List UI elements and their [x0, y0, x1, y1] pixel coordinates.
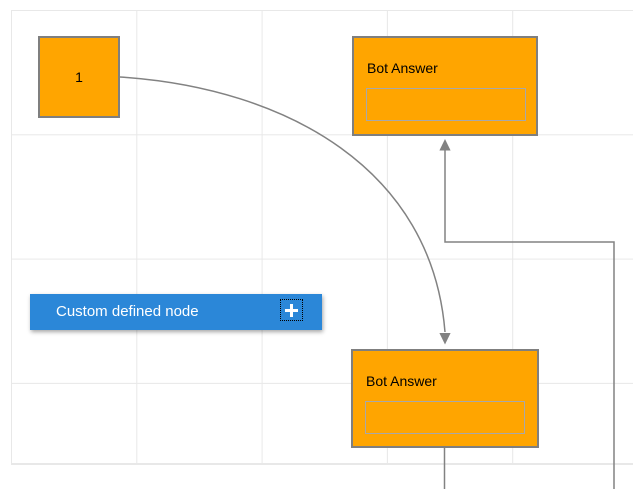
custom-node-label: Custom defined node — [56, 303, 199, 320]
node-title: Bot Answer — [367, 60, 438, 76]
node-start-label: 1 — [75, 69, 83, 85]
bot-answer-input[interactable] — [365, 401, 525, 434]
bot-answer-input[interactable] — [366, 88, 526, 121]
node-bot-answer-bottom[interactable]: Bot Answer — [351, 349, 539, 448]
node-title: Bot Answer — [366, 373, 437, 389]
node-start[interactable]: 1 — [38, 36, 120, 118]
node-bot-answer-top[interactable]: Bot Answer — [352, 36, 538, 136]
add-node-button[interactable] — [280, 299, 303, 321]
node-custom-defined[interactable]: Custom defined node — [30, 294, 322, 330]
